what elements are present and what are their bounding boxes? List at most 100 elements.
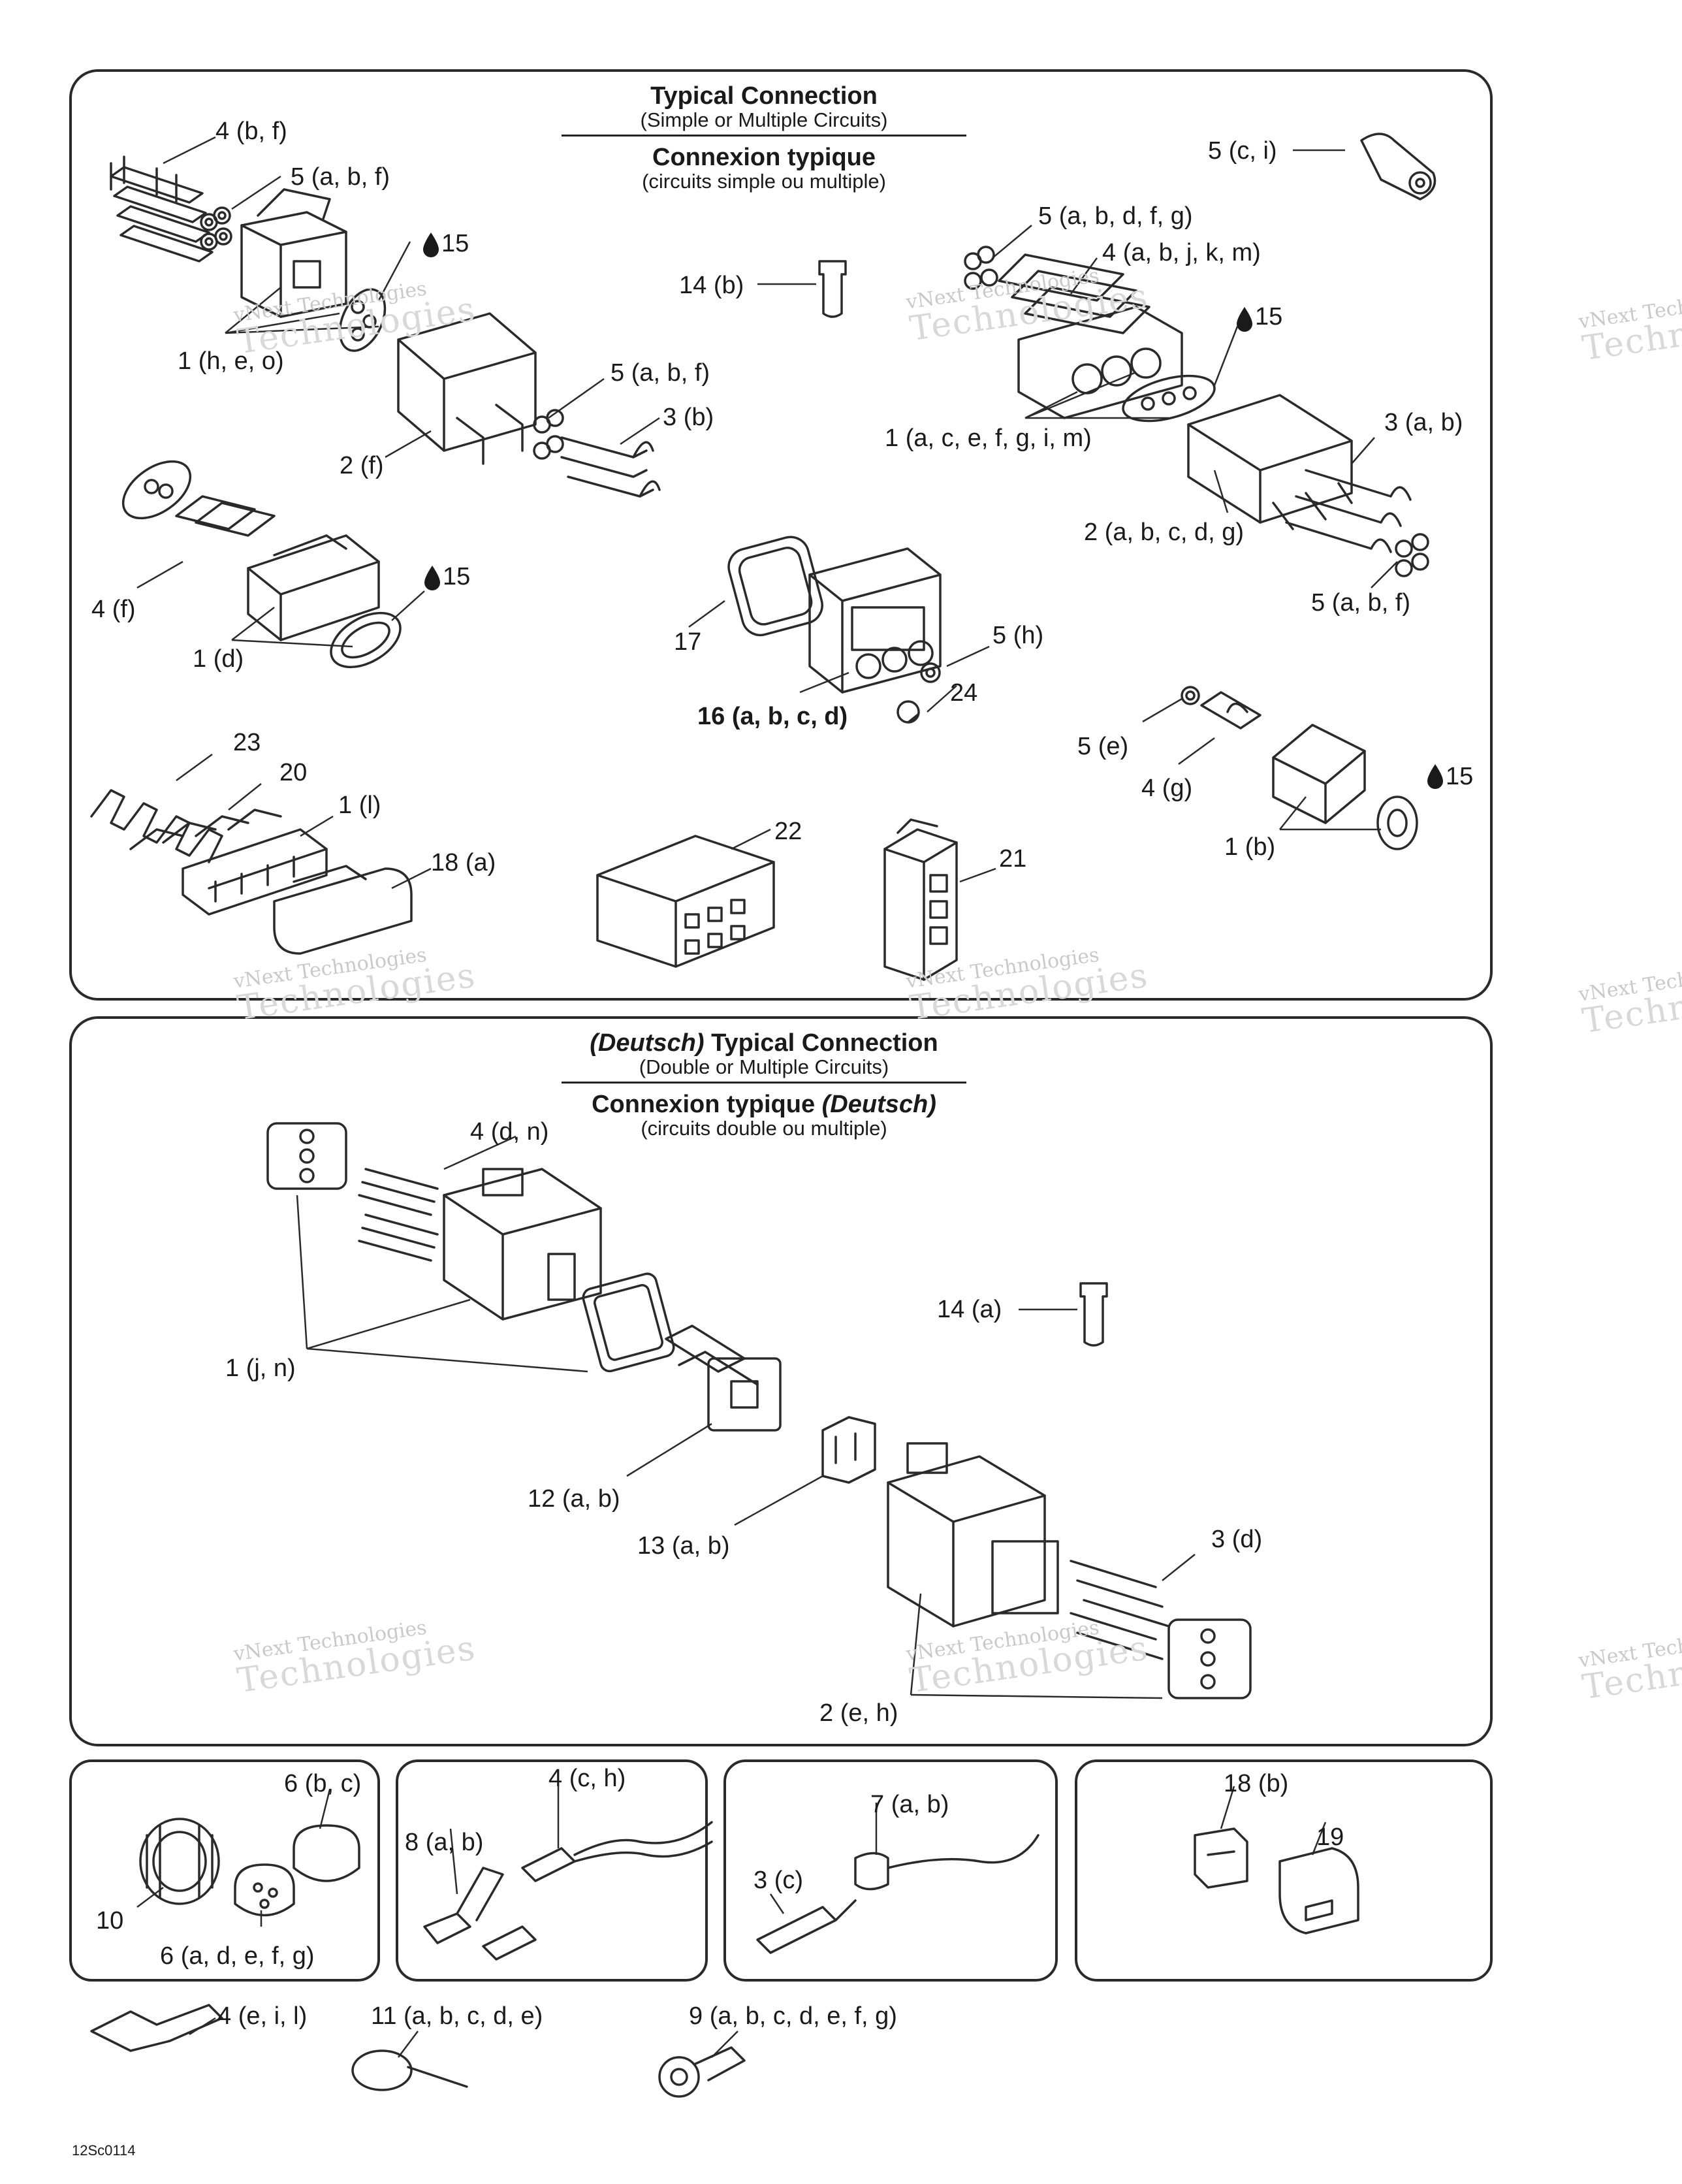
plug-5e (1181, 686, 1200, 705)
callout-17: 17 (674, 628, 702, 656)
callout-13-a-b: 13 (a, b) (637, 1532, 730, 1560)
plug-6bc (293, 1824, 360, 1882)
panel1-divider (562, 135, 966, 136)
wedgelock-12ab (665, 1325, 782, 1432)
deutsch-housing-2eh (887, 1442, 1059, 1628)
callout-3-d: 3 (d) (1211, 1526, 1263, 1553)
cover-18a (273, 865, 413, 955)
cap-19 (1278, 1847, 1359, 1935)
terminal-4g (1200, 691, 1262, 730)
seals-5abf-left (200, 206, 232, 251)
callout-5-h: 5 (h) (992, 622, 1044, 649)
callout-10: 10 (96, 1907, 124, 1935)
connector-housing-1heo (240, 188, 347, 318)
panel2-title-fr: Connexion typique (Deutsch) (509, 1091, 1019, 1119)
callout-1-j-n: 1 (j, n) (225, 1355, 296, 1382)
terminals-23 (90, 789, 223, 863)
callout-1-l: 1 (l) (338, 792, 381, 819)
callout-21: 21 (999, 845, 1027, 873)
connector-2abcdg (1187, 394, 1353, 530)
panel1-subtitle-fr: (circuits simple ou multiple) (642, 170, 886, 193)
callout-2-e-h: 2 (e, h) (819, 1699, 898, 1727)
callout-5-a-b-d-f-g: 5 (a, b, d, f, g) (1038, 202, 1193, 230)
callout-23: 23 (233, 729, 261, 756)
panel1-title-fr: Connexion typique (652, 144, 876, 171)
callout-14-b: 14 (b) (679, 272, 744, 299)
callout-1-a-c-e-f-g-i-m: 1 (a, c, e, f, g, i, m) (885, 425, 1092, 452)
plug-5h (920, 662, 941, 683)
terminals-3ab (1285, 469, 1412, 553)
pin-14b (818, 260, 847, 318)
callout-24: 24 (950, 679, 978, 707)
deutsch-terminals-4dn (358, 1168, 439, 1262)
callout-2-a-b-c-d-g: 2 (a, b, c, d, g) (1084, 519, 1244, 546)
connector-1acefgim (1017, 306, 1183, 419)
connector-1d (247, 534, 380, 641)
callout-8-a-b: 8 (a, b) (405, 1829, 484, 1856)
seal-17 (727, 536, 823, 637)
callout-1-d: 1 (d) (193, 645, 244, 673)
callout-20: 20 (279, 759, 308, 786)
callout-4-e-i-l: 4 (e, i, l) (217, 2002, 308, 2030)
panel2-divider (562, 1082, 966, 1084)
terminals-4f (175, 495, 276, 537)
terminal-4eil (90, 2004, 223, 2052)
terminals-20 (129, 809, 282, 850)
callout-5-a-b-f: 5 (a, b, f) (1311, 589, 1411, 617)
seals-5abf-mid (533, 409, 564, 460)
deutsch-housing-1jn (443, 1168, 602, 1321)
callout-5-e: 5 (e) (1077, 733, 1129, 760)
callout-4-a-b-j-k-m: 4 (a, b, j, k, m) (1102, 239, 1261, 266)
terminal-3c (756, 1899, 857, 1954)
callout-1-b: 1 (b) (1224, 833, 1276, 861)
wedgelock-13ab (821, 1416, 876, 1484)
droplet-icon (1237, 307, 1252, 332)
callout-3-b: 3 (b) (663, 404, 714, 431)
callout-18-a: 18 (a) (431, 849, 496, 876)
callout-6-a-d-e-f-g: 6 (a, d, e, f, g) (160, 1942, 315, 1970)
plug-24 (897, 700, 920, 724)
cap-18b (1194, 1827, 1248, 1889)
callout-4-b-f: 4 (b, f) (215, 118, 287, 145)
callout-15: 15 (1446, 763, 1474, 790)
callout-4-g: 4 (g) (1141, 775, 1193, 802)
panel2-title-en: (Deutsch) Typical Connection (509, 1029, 1019, 1057)
tubes-8ab (423, 1867, 537, 1961)
panel-typical-connection (69, 69, 1493, 1001)
plug-6adefg (234, 1863, 295, 1917)
panel-bottom-4 (1075, 1759, 1493, 1982)
callout-12-a-b: 12 (a, b) (528, 1485, 620, 1513)
figure-code: 12Sc0114 (72, 2142, 136, 2159)
panel2-title-prefix: (Deutsch) (590, 1029, 705, 1057)
droplet-icon (423, 233, 439, 257)
callout-2-f: 2 (f) (340, 452, 384, 479)
callout-4-d-n: 4 (d, n) (470, 1118, 549, 1146)
callout-5-c-i: 5 (c, i) (1208, 137, 1277, 165)
sensor-7ab (854, 1834, 1039, 1891)
callout-15: 15 (443, 563, 471, 590)
connector-16abcd (808, 547, 942, 694)
cable-tie-11 (351, 2049, 468, 2091)
panel2-subtitle-en: (Double or Multiple Circuits) (639, 1055, 889, 1078)
deutsch-seal-1jn (582, 1272, 675, 1373)
callout-16-a-b-c-d: 16 (a, b, c, d) (697, 703, 848, 730)
deutsch-seal-plate-right (1167, 1618, 1252, 1699)
panel1-subtitle-en: (Simple or Multiple Circuits) (640, 108, 888, 131)
callout-5-a-b-f: 5 (a, b, f) (611, 359, 710, 387)
seal-4f (121, 460, 192, 520)
callout-15: 15 (1255, 303, 1283, 330)
block-21 (883, 818, 958, 981)
callout-1-h-e-o: 1 (h, e, o) (178, 347, 284, 375)
plug-5ci (1360, 133, 1436, 201)
panel2-subtitle-fr: (circuits double ou multiple) (641, 1117, 887, 1140)
panel-bottom-3 (723, 1759, 1058, 1982)
callout-11-a-b-c-d-e: 11 (a, b, c, d, e) (371, 2002, 543, 2030)
panel2-title-fr-text: Connexion typique (592, 1091, 816, 1118)
wire-terminal-4ch (521, 1821, 713, 1882)
callout-3-a-b: 3 (a, b) (1384, 409, 1463, 436)
panel1-title-en: Typical Connection (650, 82, 878, 110)
panel2-title-en-text: Typical Connection (711, 1029, 938, 1057)
seal-1d (330, 611, 402, 669)
callout-3-c: 3 (c) (754, 1867, 803, 1894)
